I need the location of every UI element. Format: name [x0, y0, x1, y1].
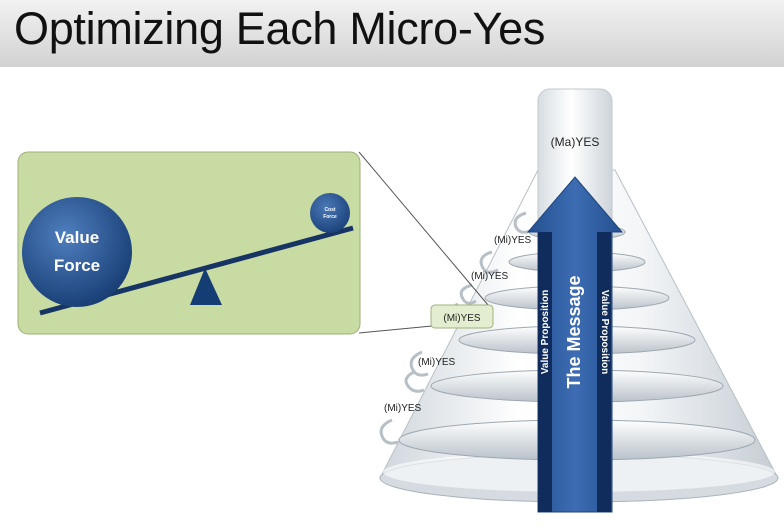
value-force-ball: [22, 197, 132, 307]
value-proposition-left-label: Value Proposition: [540, 290, 551, 374]
micro-yes-label-1: (Mi)YES: [494, 235, 532, 246]
micro-yes-labels: (Mi)YES (Mi)YES (Mi)YES (Mi)YES: [384, 235, 532, 414]
slide-title: Optimizing Each Micro-Yes: [14, 3, 546, 54]
value-force-label-line1: Value: [55, 228, 99, 247]
title-bar: Optimizing Each Micro-Yes: [0, 0, 784, 67]
the-message-label: The Message: [564, 275, 584, 388]
balance-panel: Value Force Cost Force: [17, 151, 361, 335]
cost-force-label-line1: Cost: [324, 207, 335, 213]
cost-force-ball: [310, 193, 350, 233]
fulcrum: [190, 268, 222, 305]
right-stripe: [597, 232, 611, 512]
zoom-connector-lines: [358, 151, 489, 334]
micro-yes-label-4: (Mi)YES: [418, 357, 456, 368]
highlighted-micro-yes-label: (Mi)YES: [443, 313, 481, 324]
micro-yes-label-5: (Mi)YES: [384, 403, 422, 414]
message-arrow: The Message Value Proposition Value Prop…: [526, 176, 624, 513]
left-stripe: [538, 232, 552, 512]
value-force-label-line2: Force: [54, 256, 100, 275]
cost-force-label-line2: Force: [323, 214, 337, 220]
value-proposition-right-label: Value Proposition: [599, 290, 610, 374]
macro-yes-label: (Ma)YES: [551, 135, 600, 149]
highlighted-micro-yes: (Mi)YES: [430, 304, 494, 329]
micro-yes-label-2: (Mi)YES: [471, 271, 509, 282]
